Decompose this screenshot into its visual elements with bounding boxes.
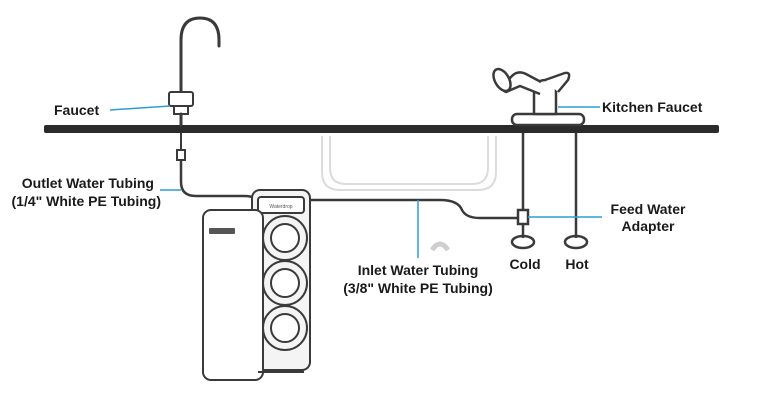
label-inlet-line2: (3/8" White PE Tubing) <box>343 280 492 296</box>
label-hot: Hot <box>565 256 589 272</box>
outlet-tubing <box>179 160 260 205</box>
filter-unit: Waterdrop <box>202 189 311 381</box>
label-faucet: Faucet <box>54 102 99 118</box>
kitchen-faucet <box>492 67 586 127</box>
drinking-faucet <box>168 16 221 161</box>
label-cold: Cold <box>509 256 540 272</box>
countertop <box>44 125 719 133</box>
leader-lines <box>109 105 602 258</box>
label-feed-line2: Adapter <box>622 218 675 234</box>
label-inlet-line1: Inlet Water Tubing <box>358 262 479 278</box>
sink-basin <box>321 136 497 252</box>
supply-valves <box>510 133 589 250</box>
leader-faucet <box>109 105 171 111</box>
label-kitchen-faucet: Kitchen Faucet <box>602 99 703 115</box>
label-feed-line1: Feed Water <box>611 201 686 217</box>
inlet-tubing <box>306 198 518 220</box>
svg-text:Waterdrop: Waterdrop <box>269 204 292 210</box>
label-outlet-line2: (1/4" White PE Tubing) <box>12 193 161 209</box>
label-outlet-line1: Outlet Water Tubing <box>22 175 154 191</box>
